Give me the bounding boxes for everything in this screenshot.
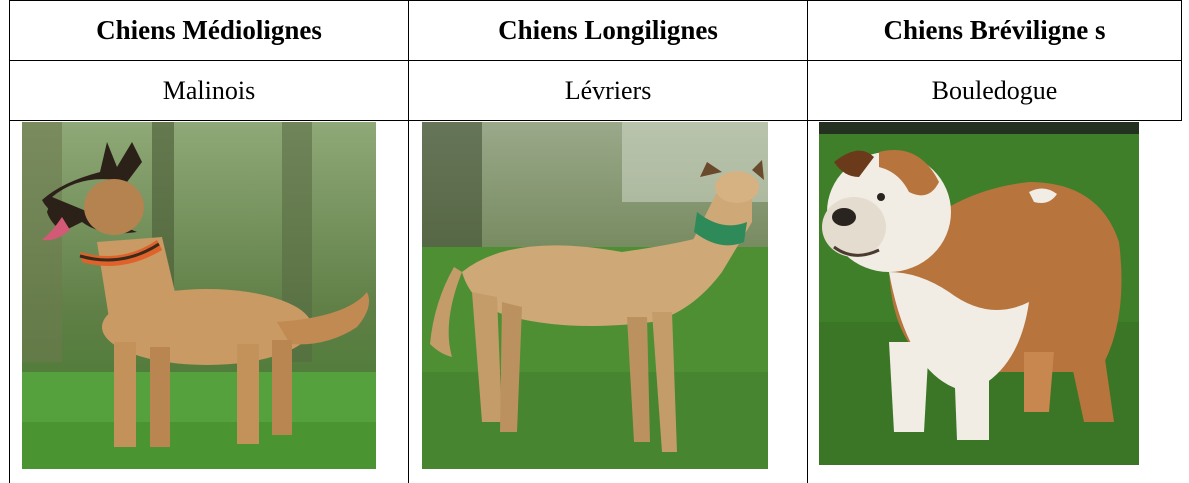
table-column-divider — [408, 0, 409, 483]
header-brevilignes: Chiens Bréviligne s — [883, 15, 1106, 45]
bulldog-photo — [819, 122, 1139, 465]
greyhound-photo — [422, 122, 768, 469]
example-malinois: Malinois — [162, 75, 256, 105]
example-bouledogue: Bouledogue — [931, 75, 1058, 105]
table-row-divider — [9, 120, 1182, 121]
example-levriers: Lévriers — [564, 75, 652, 105]
table-column-divider — [807, 0, 808, 483]
table-row-divider — [9, 60, 1182, 61]
table-border-right — [1181, 0, 1182, 120]
table-border-top — [9, 0, 1182, 1]
header-mediolignes: Chiens Médiolignes — [96, 15, 322, 45]
table-border-left — [9, 0, 10, 483]
breed-table: Chiens Médiolignes Chiens Longilignes Ch… — [9, 0, 1182, 483]
malinois-photo — [22, 122, 376, 469]
header-longilignes: Chiens Longilignes — [498, 15, 718, 45]
